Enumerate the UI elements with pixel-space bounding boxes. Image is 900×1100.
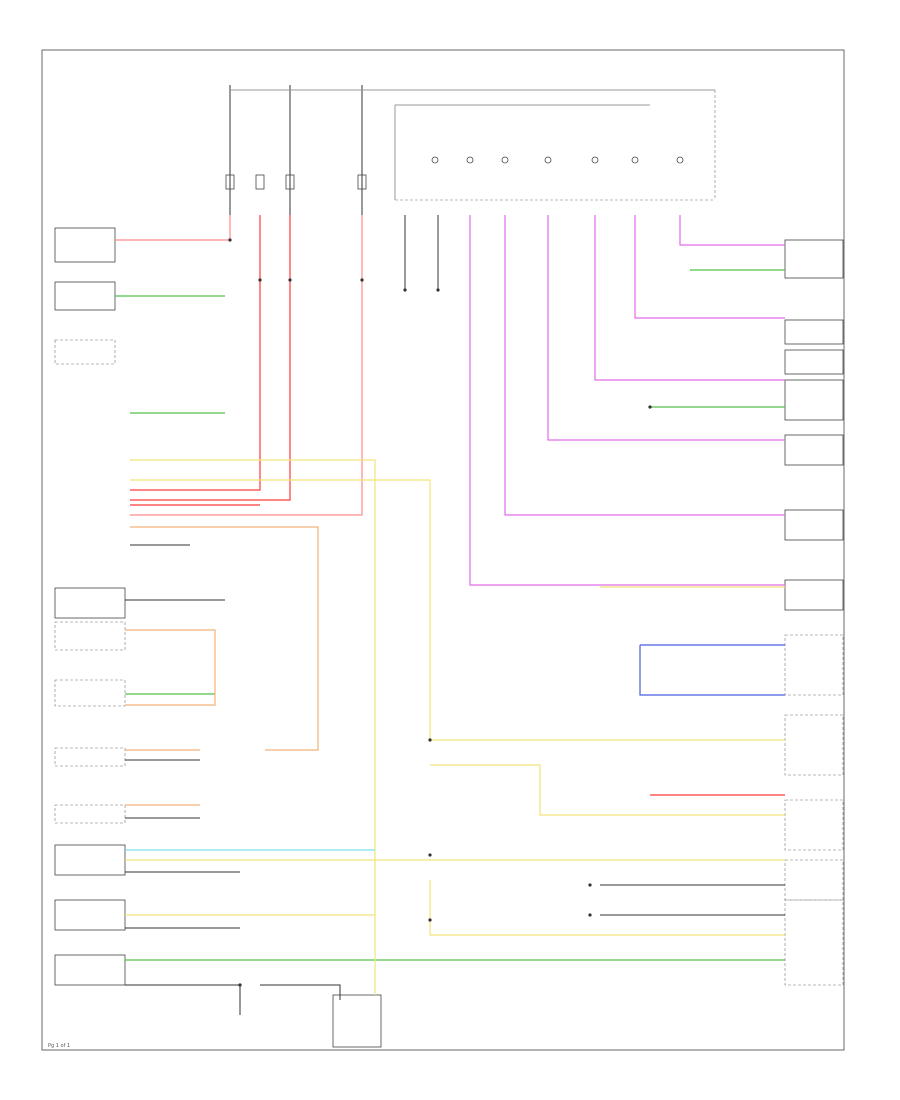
junction-dots <box>228 238 652 987</box>
blue-cyan-wires <box>125 644 785 851</box>
violet-wires <box>469 215 785 586</box>
ground-wires <box>125 215 785 1015</box>
page-footer: Pg 1 of 1 <box>48 1043 70 1049</box>
diagram-border <box>41 49 845 1051</box>
power-feeds <box>229 85 716 215</box>
orange-wires <box>125 526 319 806</box>
fuse-symbols <box>225 156 684 190</box>
right-components <box>784 239 844 986</box>
yellow-wires <box>125 459 785 995</box>
green-wires <box>115 269 785 961</box>
left-components <box>54 227 382 1048</box>
red-wires <box>115 215 363 516</box>
